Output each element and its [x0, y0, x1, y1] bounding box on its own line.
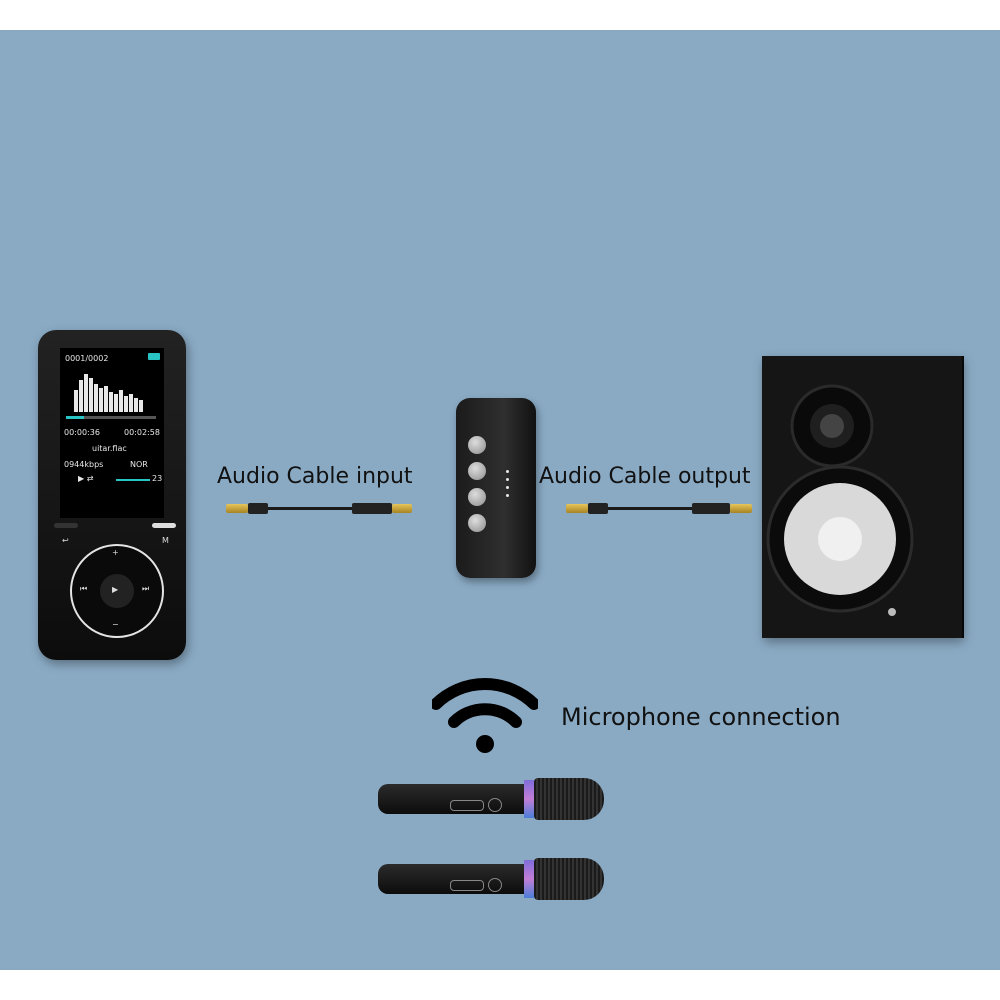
output-cable-body-left: [588, 503, 608, 514]
wireless-microphone-1: [378, 778, 608, 820]
player-slot-left: [54, 523, 78, 528]
mic-1-grille: [534, 778, 604, 820]
input-cable-body-right: [352, 503, 392, 514]
player-screen: 0001/0002 00:00:36 00:02:58 uitar.flac 0…: [60, 348, 164, 518]
mic-1-handle: [378, 784, 528, 814]
wifi-icon: [432, 677, 538, 753]
play-status-icon: ▶ ⇄: [78, 474, 94, 483]
volume-bar: [116, 479, 150, 481]
studio-speaker: [762, 356, 962, 638]
control-wheel[interactable]: + − ⏮ ⏭ ▶: [70, 544, 164, 638]
elapsed-time: 00:00:36: [64, 428, 100, 437]
karaoke-receiver: [456, 398, 536, 578]
previous-track-button[interactable]: ⏮: [80, 584, 88, 593]
receiver-led-2: [506, 478, 509, 481]
microphone-connection-label: Microphone connection: [561, 703, 841, 731]
output-cable-wire: [608, 507, 692, 510]
input-cable-plug-left: [226, 504, 248, 513]
menu-button[interactable]: M: [162, 536, 169, 545]
output-cable-plug-right: [730, 504, 752, 513]
track-filename: uitar.flac: [92, 444, 127, 453]
mic-2-grille: [534, 858, 604, 900]
audio-cable-input-label: Audio Cable input: [217, 464, 413, 489]
battery-icon: [148, 353, 160, 360]
playback-progress-fill: [66, 416, 84, 419]
mic-2-handle: [378, 864, 528, 894]
receiver-led-4: [506, 494, 509, 497]
receiver-button-1[interactable]: [468, 436, 486, 454]
track-counter: 0001/0002: [65, 354, 109, 363]
input-cable-wire: [268, 507, 352, 510]
receiver-button-3[interactable]: [468, 488, 486, 506]
play-icon: ▶: [112, 585, 119, 594]
receiver-led-1: [506, 470, 509, 473]
volume-up-button[interactable]: +: [112, 548, 119, 557]
mp3-player: 0001/0002 00:00:36 00:02:58 uitar.flac 0…: [38, 330, 186, 660]
mic-2-button[interactable]: [488, 878, 502, 892]
next-track-button[interactable]: ⏭: [142, 584, 150, 593]
input-cable-plug-right: [392, 504, 412, 513]
wireless-microphone-2: [378, 858, 608, 900]
mic-2-power-switch[interactable]: [450, 880, 484, 891]
mic-1-button[interactable]: [488, 798, 502, 812]
output-cable-plug-left: [566, 504, 588, 513]
speaker-drivers: [766, 384, 914, 616]
volume-down-button[interactable]: −: [112, 620, 119, 629]
back-icon[interactable]: ↩: [62, 536, 69, 545]
play-pause-button[interactable]: ▶: [100, 574, 134, 608]
eq-mode: NOR: [130, 460, 148, 469]
mic-1-power-switch[interactable]: [450, 800, 484, 811]
total-time: 00:02:58: [124, 428, 160, 437]
input-cable-body-left: [248, 503, 268, 514]
receiver-button-2[interactable]: [468, 462, 486, 480]
bitrate: 0944kbps: [64, 460, 104, 469]
volume-level: 23: [152, 474, 163, 483]
playback-progress-bar: [66, 416, 156, 419]
mic-1-led-ring: [524, 780, 534, 818]
receiver-led-3: [506, 486, 509, 489]
audio-cable-output-label: Audio Cable output: [539, 464, 751, 489]
player-slot-right: [152, 523, 176, 528]
equalizer-graphic: [74, 374, 143, 412]
output-cable-body-right: [692, 503, 730, 514]
mic-2-led-ring: [524, 860, 534, 898]
receiver-button-4[interactable]: [468, 514, 486, 532]
